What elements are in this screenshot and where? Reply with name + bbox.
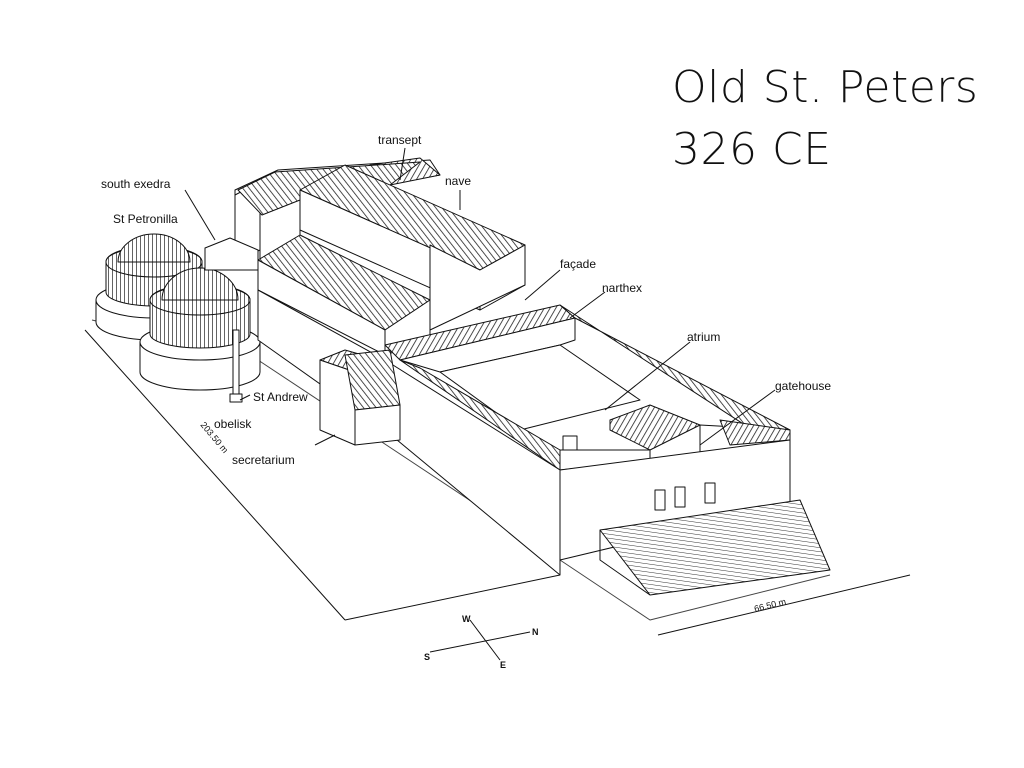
fountain <box>562 435 578 451</box>
label-transept: transept <box>378 133 422 147</box>
slide-title: Old St. Peters <box>672 62 979 113</box>
transept-block <box>204 157 441 281</box>
obelisk <box>229 329 243 403</box>
rotunda-st-andrew <box>139 267 261 391</box>
nave-block <box>299 164 526 331</box>
label-narthex: narthex <box>602 281 642 295</box>
label-south-exedra: south exedra <box>101 177 171 191</box>
secretarium <box>319 349 401 446</box>
gatehouse-stairs <box>599 482 831 596</box>
label-nave: nave <box>445 174 471 188</box>
compass-icon <box>429 619 531 661</box>
dimension-width-label: 66.50 m <box>753 596 787 614</box>
label-facade: façade <box>560 257 596 271</box>
dimension-lines <box>84 329 911 636</box>
label-gatehouse: gatehouse <box>775 379 831 393</box>
compass-east: E <box>500 660 506 670</box>
label-st-petronilla: St Petronilla <box>113 212 178 226</box>
label-secretarium: secretarium <box>232 453 295 467</box>
label-st-andrew: St Andrew <box>253 390 308 404</box>
label-atrium: atrium <box>687 330 720 344</box>
compass-west: W <box>462 614 471 624</box>
slide-date: 326 CE <box>672 124 832 175</box>
leader-lines <box>184 147 776 446</box>
compass-south: S <box>424 652 430 662</box>
label-obelisk: obelisk <box>214 417 252 431</box>
compass-north: N <box>532 627 539 637</box>
